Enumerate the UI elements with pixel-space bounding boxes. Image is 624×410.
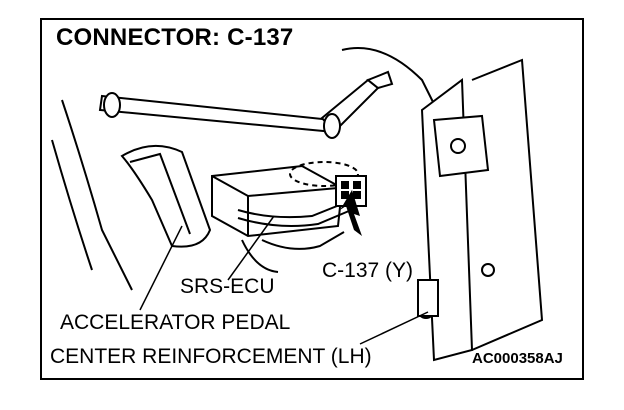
center-reinforcement-pillar bbox=[417, 58, 544, 362]
srs-ecu-unit bbox=[211, 161, 359, 238]
upper-pipe bbox=[98, 70, 394, 139]
label-srs-ecu: SRS-ECU bbox=[180, 275, 275, 298]
wiring-harness bbox=[237, 199, 357, 273]
leader-lines bbox=[139, 215, 429, 345]
dash-outline bbox=[341, 47, 443, 121]
figure-title: CONNECTOR: C-137 bbox=[56, 24, 294, 51]
vehicle-interior-illustration bbox=[51, 47, 544, 362]
figure-code: AC000358AJ bbox=[472, 350, 563, 367]
label-accelerator-pedal: ACCELERATOR PEDAL bbox=[60, 311, 291, 334]
label-center-reinforcement: CENTER REINFORCEMENT (LH) bbox=[50, 345, 372, 368]
diagram-frame: CONNECTOR: C-137 SRS-ECU C-137 (Y) ACCEL… bbox=[40, 18, 584, 380]
accelerator-pedal-shape bbox=[51, 99, 212, 291]
connector-arrow bbox=[340, 190, 362, 236]
label-connector: C-137 (Y) bbox=[322, 259, 414, 282]
